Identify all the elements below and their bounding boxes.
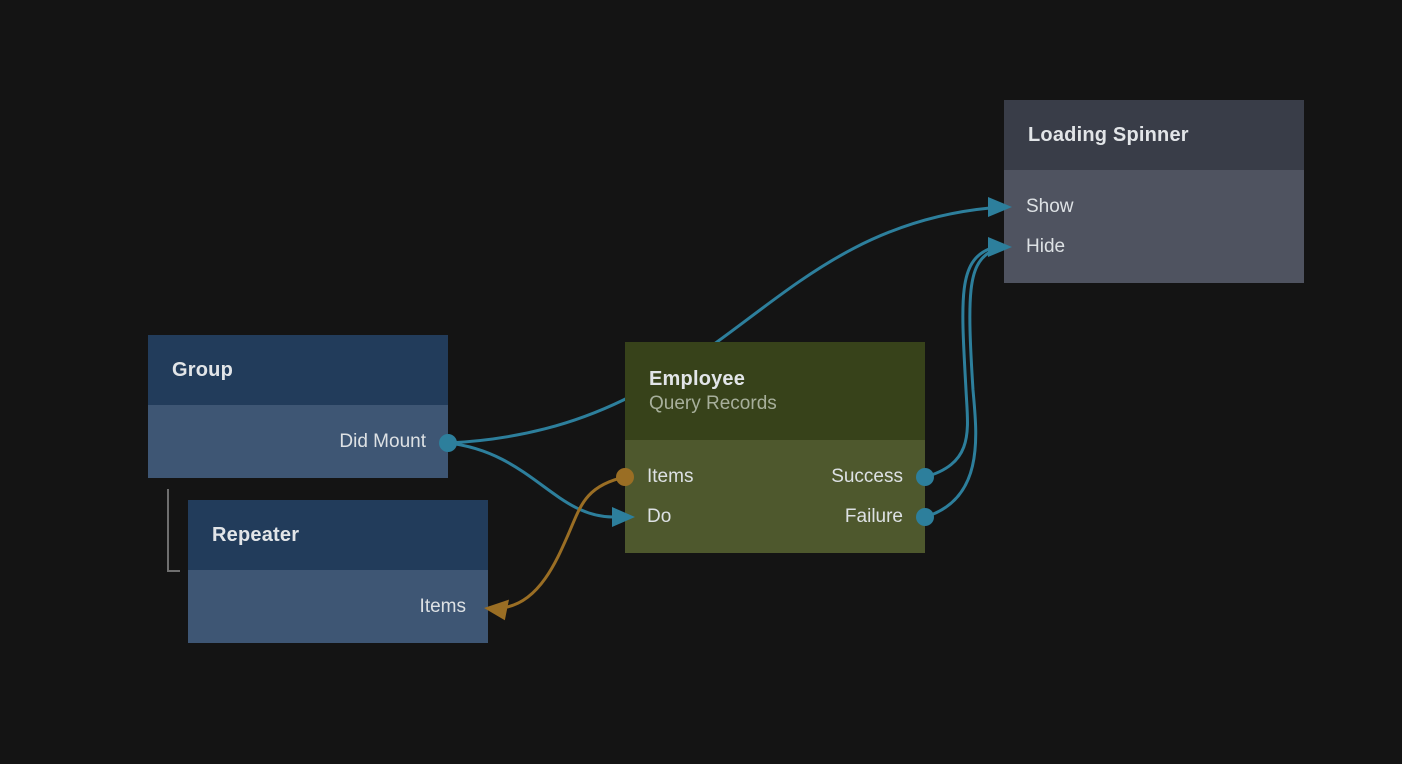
node-employee-header: Employee Query Records bbox=[625, 342, 925, 440]
node-group-body: Did Mount bbox=[148, 405, 448, 478]
port-circle-employee-failure-output[interactable] bbox=[916, 508, 934, 526]
node-repeater[interactable]: Repeater Items bbox=[188, 500, 488, 643]
row-hide[interactable]: Hide bbox=[1004, 227, 1304, 267]
row-label: Items bbox=[419, 596, 466, 617]
row-items[interactable]: Items bbox=[188, 587, 488, 627]
node-loading-spinner[interactable]: Loading Spinner Show Hide bbox=[1004, 100, 1304, 283]
node-title: Loading Spinner bbox=[1028, 123, 1189, 146]
port-circle-employee-items-output[interactable] bbox=[616, 468, 634, 486]
node-repeater-header: Repeater bbox=[188, 500, 488, 570]
edge-success-to-hide[interactable] bbox=[923, 247, 991, 479]
node-title: Group bbox=[172, 358, 233, 381]
node-loading-spinner-header: Loading Spinner bbox=[1004, 100, 1304, 170]
edge-didmount-to-show[interactable] bbox=[446, 206, 992, 445]
row-label: Did Mount bbox=[339, 431, 426, 452]
node-group-header: Group bbox=[148, 335, 448, 405]
row-label-do: Do bbox=[647, 506, 672, 527]
row-did-mount[interactable]: Did Mount bbox=[148, 422, 448, 462]
node-employee[interactable]: Employee Query Records Items Success Do … bbox=[625, 342, 925, 553]
port-arrow-hide-input[interactable] bbox=[988, 237, 1012, 257]
node-title: Repeater bbox=[212, 523, 300, 546]
edge-hierarchy-group-repeater bbox=[167, 489, 180, 572]
row-label: Show bbox=[1026, 196, 1074, 217]
port-arrow-show-input[interactable] bbox=[988, 197, 1012, 217]
port-arrow-employee-do-input[interactable] bbox=[612, 507, 635, 527]
row-label-items: Items bbox=[647, 466, 694, 487]
port-circle-did-mount-output[interactable] bbox=[439, 434, 457, 452]
row-show[interactable]: Show bbox=[1004, 187, 1304, 227]
port-circle-employee-success-output[interactable] bbox=[916, 468, 934, 486]
row-label-success: Success bbox=[831, 466, 903, 487]
row-label-failure: Failure bbox=[844, 506, 903, 527]
edge-failure-to-hide[interactable] bbox=[923, 250, 992, 519]
node-title: Employee bbox=[649, 367, 746, 390]
edge-items-to-repeater[interactable] bbox=[505, 475, 627, 609]
node-group[interactable]: Group Did Mount bbox=[148, 335, 448, 478]
node-employee-body: Items Success Do Failure bbox=[625, 440, 925, 553]
row-label: Hide bbox=[1026, 236, 1066, 257]
node-loading-spinner-body: Show Hide bbox=[1004, 170, 1304, 283]
node-repeater-body: Items bbox=[188, 570, 488, 643]
row-do-failure[interactable]: Do Failure bbox=[625, 497, 925, 537]
row-items-success[interactable]: Items Success bbox=[625, 457, 925, 497]
port-arrow-repeater-items-input[interactable] bbox=[483, 597, 510, 621]
node-subtitle: Query Records bbox=[649, 392, 777, 414]
edge-didmount-to-do[interactable] bbox=[446, 441, 615, 519]
